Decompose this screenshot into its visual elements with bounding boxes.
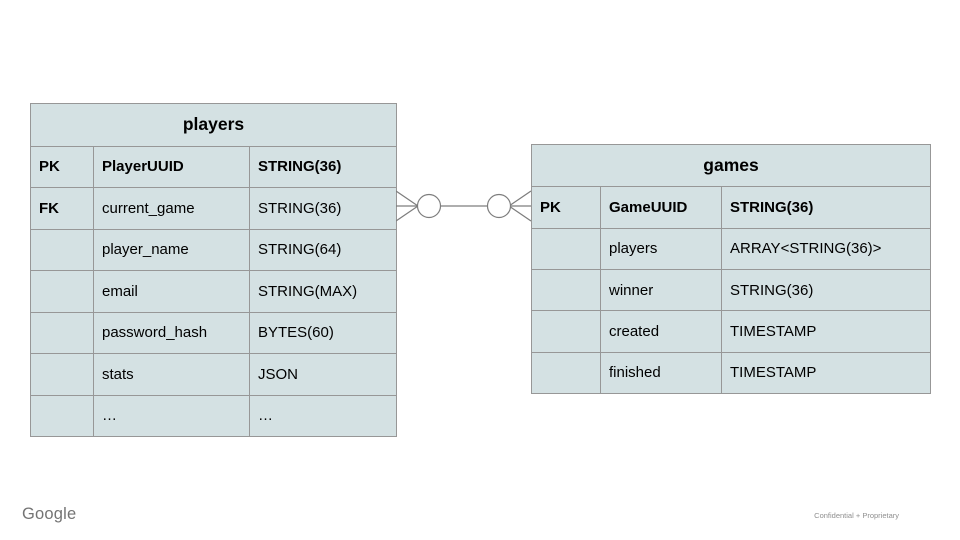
field-cell: winner: [600, 268, 721, 311]
field-cell: PlayerUUID: [93, 145, 249, 187]
optional-circle-right-icon: [486, 193, 512, 219]
key-cell: [31, 394, 93, 437]
field-cell: current_game: [93, 187, 249, 229]
games-entity-table: games PK GameUUID STRING(36) players ARR…: [531, 144, 931, 394]
field-cell: stats: [93, 353, 249, 395]
key-cell: PK: [532, 186, 600, 227]
field-cell: player_name: [93, 228, 249, 270]
type-cell: …: [249, 394, 396, 436]
field-cell: password_hash: [93, 311, 249, 353]
type-cell: STRING(36): [249, 145, 396, 187]
type-cell: TIMESTAMP: [721, 310, 930, 352]
relationship-connector: [396, 190, 531, 222]
crow-foot-left-icon: [396, 190, 419, 222]
key-cell: FK: [31, 187, 93, 229]
key-cell: [532, 351, 600, 393]
key-cell: [31, 228, 93, 271]
type-cell: TIMESTAMP: [721, 351, 930, 393]
type-cell: STRING(36): [721, 268, 930, 311]
type-cell: STRING(64): [249, 228, 396, 270]
google-logo: Google: [22, 505, 77, 523]
type-cell: JSON: [249, 353, 396, 395]
key-cell: PK: [31, 145, 93, 188]
key-cell: [31, 311, 93, 354]
key-cell: [31, 270, 93, 312]
key-cell: [532, 227, 600, 269]
optional-circle-left-icon: [416, 193, 442, 219]
field-cell: created: [600, 310, 721, 352]
type-cell: BYTES(60): [249, 311, 396, 353]
key-cell: [532, 268, 600, 310]
players-entity-table: players PK PlayerUUID STRING(36) FK curr…: [30, 103, 397, 437]
key-cell: [31, 353, 93, 395]
field-cell: GameUUID: [600, 186, 721, 228]
games-table-title: games: [703, 155, 759, 176]
field-cell: …: [93, 394, 249, 436]
type-cell: ARRAY<STRING(36)>: [721, 227, 930, 269]
field-cell: players: [600, 227, 721, 269]
players-table-title: players: [182, 114, 245, 135]
type-cell: STRING(36): [249, 187, 396, 229]
crow-foot-right-icon: [508, 190, 531, 222]
field-cell: finished: [600, 351, 721, 393]
key-cell: [532, 310, 600, 351]
field-cell: email: [93, 270, 249, 312]
type-cell: STRING(MAX): [249, 270, 396, 312]
type-cell: STRING(36): [721, 186, 930, 228]
confidential-label: Confidential + Proprietary: [814, 511, 899, 520]
